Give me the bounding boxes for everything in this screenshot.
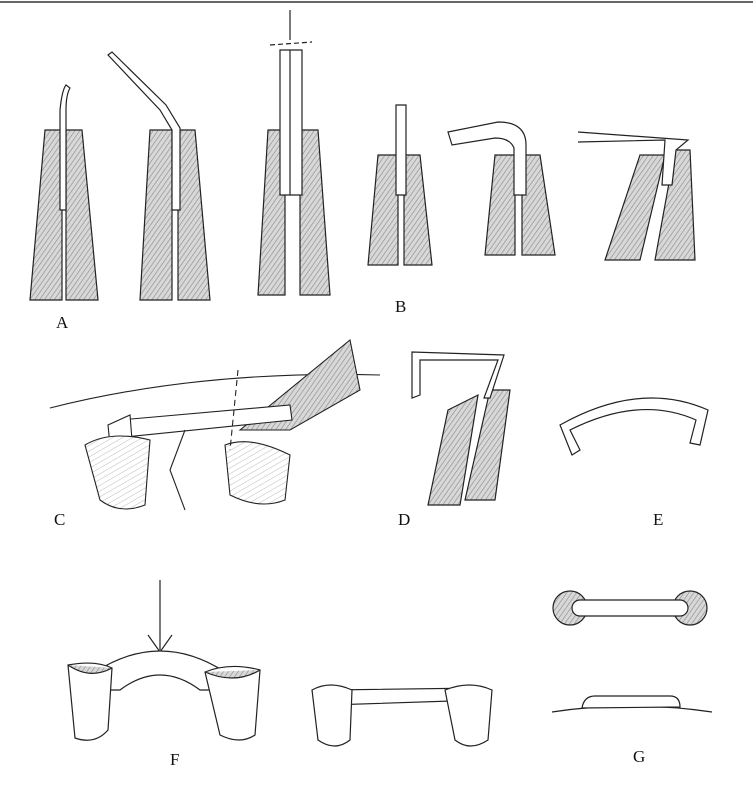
panel-c-drawing bbox=[49, 338, 381, 511]
panel-a-drawing bbox=[29, 10, 331, 301]
panel-label-d: D bbox=[398, 510, 411, 529]
panel-label-b: B bbox=[395, 297, 407, 316]
panel-d-drawing bbox=[411, 351, 511, 506]
panel-e-drawing bbox=[559, 397, 709, 456]
panel-f-drawing bbox=[67, 580, 493, 747]
panel-label-a: A bbox=[56, 313, 69, 332]
panel-label-g: G bbox=[633, 747, 646, 766]
panel-label-c: C bbox=[54, 510, 66, 529]
panel-g-drawing bbox=[551, 590, 713, 713]
panel-label-f: F bbox=[170, 750, 180, 769]
panel-label-e: E bbox=[653, 510, 664, 529]
panel-b-drawing bbox=[367, 104, 696, 266]
